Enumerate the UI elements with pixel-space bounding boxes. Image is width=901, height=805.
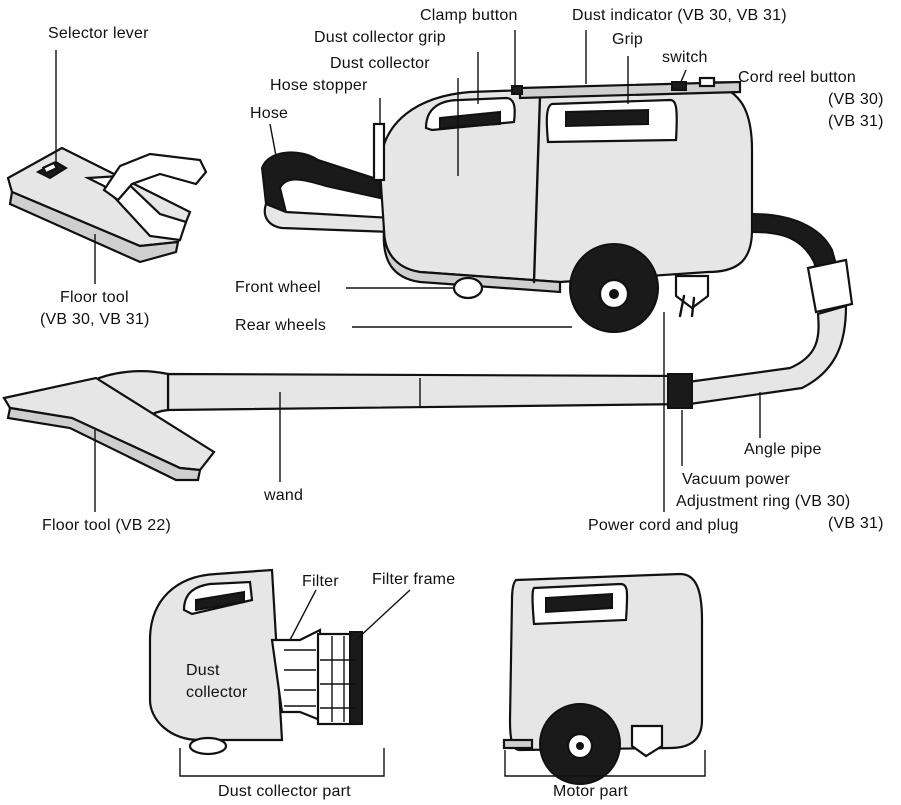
vacuum-body-illustration — [260, 76, 754, 333]
clamp-button-label: Clamp button — [420, 7, 518, 24]
hose-stopper-label: Hose stopper — [270, 77, 368, 94]
dust-collector-grip-label: Dust collector grip — [314, 29, 446, 46]
floor-tool-top-illustration — [6, 146, 208, 264]
cord-reel-models-2: (VB 31) — [828, 113, 884, 130]
angle-pipe-label: Angle pipe — [744, 441, 822, 458]
dust-collector-part-illustration — [148, 568, 363, 756]
motor-part-bracket — [504, 750, 706, 777]
dust-collector-label: Dust collector — [330, 55, 430, 72]
floor-tool-bottom-label: Floor tool (VB 22) — [42, 517, 171, 534]
floor-tool-top-label: Floor tool — [60, 289, 129, 306]
filter-frame-label: Filter frame — [372, 571, 456, 588]
hose-leader — [269, 123, 277, 157]
floor-tool-bottom-illustration — [2, 376, 216, 482]
motor-part-label: Motor part — [553, 783, 628, 800]
dust-indicator-label: Dust indicator (VB 30, VB 31) — [572, 7, 787, 24]
cord-reel-button-label: Cord reel button — [738, 69, 856, 86]
switch-label: switch — [662, 49, 708, 66]
rear-wheels-label: Rear wheels — [235, 317, 327, 334]
motor-part-illustration — [502, 572, 704, 785]
adjustment-ring-label: Adjustment ring (VB 30) — [676, 493, 851, 510]
adjustment-ring-models: (VB 31) — [828, 515, 884, 532]
vacuum-power-label: Vacuum power — [682, 471, 790, 488]
dust-collector-part-label: Dust collector part — [218, 783, 351, 800]
dust-collector-inner-label: Dust collector — [186, 662, 248, 701]
wand-label: wand — [264, 487, 304, 504]
filter-frame-leader — [355, 589, 411, 641]
wand-illustration — [88, 370, 694, 434]
grip-label: Grip — [612, 31, 644, 48]
filter-leader — [289, 589, 317, 641]
hose-label: Hose — [250, 105, 289, 122]
floor-tool-top-models: (VB 30, VB 31) — [40, 311, 150, 328]
filter-label: Filter — [302, 573, 339, 590]
switch-leader — [679, 69, 687, 85]
cord-reel-models-1: (VB 30) — [828, 91, 884, 108]
selector-lever-label: Selector lever — [48, 25, 149, 42]
front-wheel-label: Front wheel — [235, 279, 321, 296]
angle-pipe-illustration — [686, 212, 854, 406]
power-cord-label: Power cord and plug — [588, 517, 739, 534]
dust-collector-part-bracket — [179, 748, 385, 777]
